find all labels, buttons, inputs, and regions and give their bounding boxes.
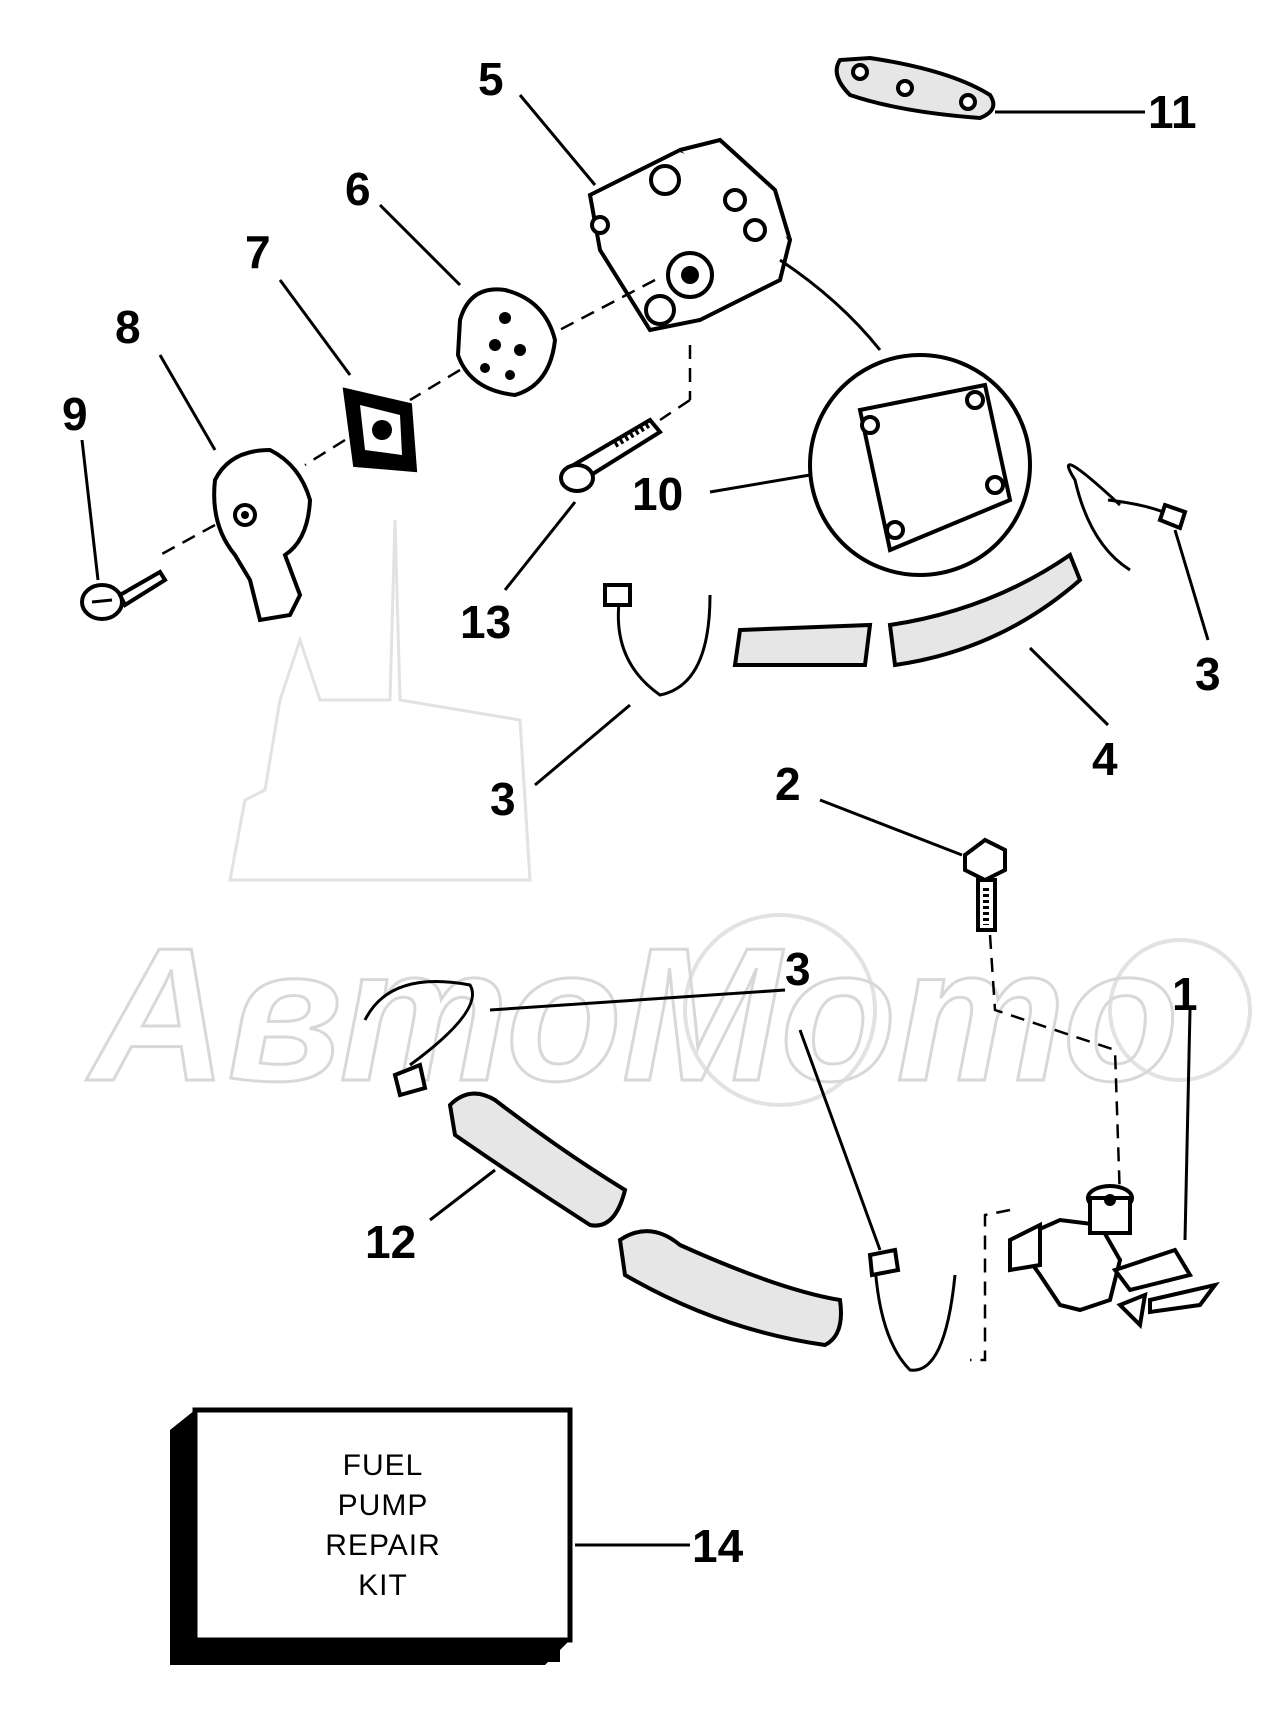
callout-14: 14 <box>692 1520 744 1572</box>
part-7-diaphragm <box>342 387 418 473</box>
kit-label-line3: REPAIR <box>325 1529 440 1562</box>
assembly-line-h <box>970 1208 1011 1362</box>
watermark-text: АвтоМото <box>86 909 1179 1121</box>
assembly-line-d <box>159 523 216 557</box>
leader-4 <box>1028 646 1110 727</box>
callout-11: 11 <box>1148 86 1197 138</box>
part-5-pump-body <box>587 137 793 333</box>
part-11-gasket <box>834 55 996 121</box>
leader-12 <box>429 1168 496 1222</box>
callout-9: 9 <box>62 388 88 440</box>
leader-8 <box>158 354 217 451</box>
callout-13: 13 <box>460 596 511 648</box>
part-3-clamp-lower-right <box>867 1247 957 1372</box>
part-12-hose <box>447 1091 843 1348</box>
leader-1 <box>1183 1009 1192 1241</box>
kit-label-line1: FUEL <box>343 1449 424 1482</box>
part-13-bolt <box>559 417 664 493</box>
leader-9 <box>80 439 100 581</box>
leader-10 <box>709 473 811 494</box>
callout-3b: 3 <box>490 773 516 825</box>
leader-2 <box>819 798 963 857</box>
part-10-gasket-disk <box>779 258 1032 577</box>
assembly-line-g <box>988 934 1122 1201</box>
part-2-bolt <box>963 837 1007 932</box>
callout-4: 4 <box>1092 733 1118 785</box>
part-14-repair-kit: FUEL PUMP REPAIR KIT <box>170 1407 573 1665</box>
callout-1: 1 <box>1172 968 1198 1020</box>
kit-label-line4: KIT <box>358 1569 408 1602</box>
callout-5: 5 <box>478 53 504 105</box>
part-3-clamp-right <box>1066 463 1188 572</box>
callout-10: 10 <box>632 468 683 520</box>
leader-3a <box>1173 529 1210 641</box>
leader-13 <box>503 501 577 591</box>
leader-3b <box>534 703 631 787</box>
part-3-clamp-upper-left <box>603 583 712 697</box>
assembly-line-f <box>659 398 691 422</box>
leader-6 <box>378 203 462 287</box>
part-1-fuel-valve <box>1008 1184 1220 1330</box>
leader-3c <box>489 988 786 1012</box>
leader-7 <box>278 279 352 376</box>
kit-label-line2: PUMP <box>338 1489 429 1522</box>
leader-3d <box>798 1029 882 1251</box>
part-6-diaphragm-plate <box>455 287 558 398</box>
callout-3c: 3 <box>785 943 811 995</box>
part-8-pump-cover <box>212 447 313 623</box>
watermark: АвтоМото <box>85 519 1252 1123</box>
part-9-screw <box>80 569 168 621</box>
callout-3a: 3 <box>1195 648 1221 700</box>
callout-8: 8 <box>115 301 141 353</box>
part-4-hose <box>732 551 1083 668</box>
assembly-line-a <box>549 278 656 337</box>
leader-5 <box>518 94 597 186</box>
assembly-line-b <box>409 368 461 402</box>
assembly-line-c <box>304 438 346 467</box>
callout-6: 6 <box>345 163 371 215</box>
callout-12: 12 <box>365 1216 416 1268</box>
callout-2: 2 <box>775 758 801 810</box>
part-3-clamp-lower-left <box>363 980 474 1098</box>
callout-7: 7 <box>245 226 271 278</box>
